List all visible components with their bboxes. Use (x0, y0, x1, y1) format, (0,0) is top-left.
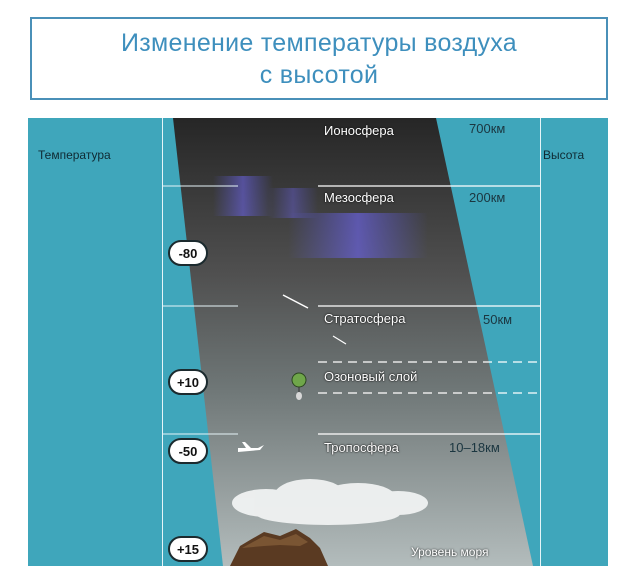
title-box: Изменение температуры воздуха с высотой (30, 17, 608, 100)
meteor-streak (282, 294, 309, 309)
meteor-streak (332, 335, 347, 345)
atmosphere-column-shape (173, 118, 533, 566)
title-line-1: Изменение температуры воздуха (120, 28, 518, 57)
temperature-badge-mesosphere: -80 (168, 240, 208, 266)
layer-altitude-ionosphere: 700км (469, 121, 506, 136)
mountain-icon (230, 529, 328, 566)
temperature-badge-sea-level: +15 (168, 536, 208, 562)
layer-altitude-troposphere: 10–18км (449, 440, 500, 455)
altitude-label: Высота (543, 148, 585, 162)
layer-name-ionosphere: Ионосфера (324, 123, 394, 138)
sea-level-label: Уровень моря (411, 545, 489, 559)
layer-name-ozone: Озоновый слой (324, 369, 418, 384)
layer-altitude-stratosphere: 50км (483, 312, 513, 327)
atmosphere-diagram: Температура Высота (28, 118, 608, 566)
title-line-2: с высотой (259, 60, 379, 89)
airplane-icon (238, 442, 264, 452)
aurora-glow (288, 213, 428, 258)
temperature-label: Температура (38, 148, 111, 162)
atmosphere-column (162, 118, 540, 566)
balloon-icon (291, 372, 307, 400)
temperature-badge-stratosphere: +10 (168, 369, 208, 395)
layer-name-stratosphere: Стратосфера (324, 311, 406, 326)
temperature-axis-line (162, 118, 163, 566)
cloud-icon (232, 479, 428, 525)
altitude-axis-line (540, 118, 541, 566)
layer-altitude-mesosphere: 200км (469, 190, 506, 205)
temperature-badge-troposphere: -50 (168, 438, 208, 464)
layer-name-troposphere: Тропосфера (324, 440, 399, 455)
aurora-glow (213, 176, 273, 216)
layer-name-mesosphere: Мезосфера (324, 190, 394, 205)
